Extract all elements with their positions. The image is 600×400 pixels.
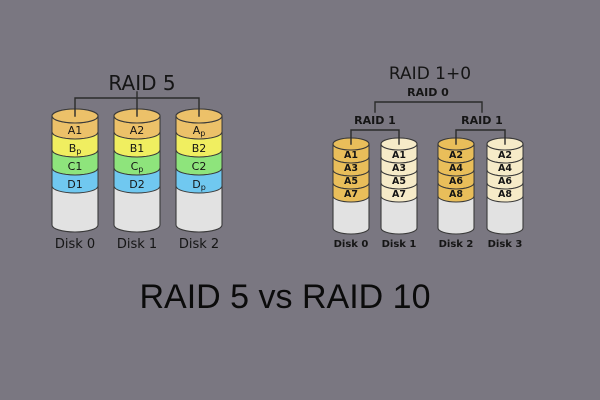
disk-label: Disk 0 bbox=[55, 237, 95, 252]
disk-band bbox=[113, 167, 161, 194]
raid5-disk-2: Ap B2 C2 Dp Disk 2 bbox=[175, 108, 223, 252]
band-label-main: D bbox=[192, 178, 200, 191]
band-label: D2 bbox=[129, 178, 144, 191]
raid1-right-label: RAID 1 bbox=[461, 114, 503, 127]
band-label-main: C1 bbox=[68, 160, 83, 173]
raid10-disk-2: A2 A4 A6 A8 Disk 2 bbox=[437, 137, 475, 250]
raid0-label: RAID 0 bbox=[407, 86, 449, 99]
band-label: A2 bbox=[449, 150, 463, 161]
band-label: A2 bbox=[130, 124, 145, 137]
raid1-right-bracket bbox=[455, 129, 506, 145]
band-label: A8 bbox=[498, 189, 512, 200]
band-label-main: B1 bbox=[130, 142, 145, 155]
caption-text: RAID 5 vs RAID 10 bbox=[140, 278, 431, 316]
band-label: A3 bbox=[344, 163, 358, 174]
raid10-disk-0: A1 A3 A5 A7 Disk 0 bbox=[332, 137, 370, 250]
disk-band bbox=[332, 182, 370, 203]
band-label: A1 bbox=[68, 124, 83, 137]
band-label: A5 bbox=[392, 176, 406, 187]
band-label-main: B bbox=[69, 142, 77, 155]
band-label: B2 bbox=[192, 142, 207, 155]
raid10-disk-1: A1 A3 A5 A7 Disk 1 bbox=[380, 137, 418, 250]
raid10-disk-3: A2 A4 A6 A8 Disk 3 bbox=[486, 137, 524, 250]
band-label: Dp bbox=[192, 178, 206, 192]
raid0-bracket bbox=[374, 101, 483, 113]
disk-label: Disk 1 bbox=[117, 237, 157, 252]
band-label: C1 bbox=[68, 160, 83, 173]
band-label-sub: p bbox=[76, 147, 81, 156]
raid10-title: RAID 1+0 bbox=[389, 64, 471, 84]
disk-label: Disk 0 bbox=[334, 239, 369, 250]
raid5-disk-1: A2 B1 Cp D2 Disk 1 bbox=[113, 108, 161, 252]
band-label: A7 bbox=[392, 189, 406, 200]
band-label-sub: p bbox=[138, 165, 143, 174]
band-label: Ap bbox=[193, 124, 206, 138]
band-label: Cp bbox=[131, 160, 144, 174]
disk-label: Disk 1 bbox=[382, 239, 417, 250]
band-label-main: A2 bbox=[130, 124, 145, 137]
band-label: A4 bbox=[449, 163, 463, 174]
band-label-main: C bbox=[131, 160, 139, 173]
band-label: A6 bbox=[449, 176, 463, 187]
band-label: A1 bbox=[392, 150, 406, 161]
raid5-diagram: A1 Bp C1 D1 Disk 0 A2 B1 Cp D2 Disk 1 bbox=[51, 71, 223, 252]
band-label-main: D1 bbox=[67, 178, 82, 191]
band-label-main: C2 bbox=[192, 160, 207, 173]
band-label-main: A bbox=[193, 124, 201, 137]
disk-band bbox=[437, 182, 475, 203]
disk-label: Disk 2 bbox=[439, 239, 474, 250]
disk-label: Disk 3 bbox=[488, 239, 523, 250]
raid5-connector-lines bbox=[74, 91, 200, 117]
disk-band bbox=[175, 167, 223, 194]
band-label-main: B2 bbox=[192, 142, 207, 155]
band-label: A3 bbox=[392, 163, 406, 174]
raid5-disk-0: A1 Bp C1 D1 Disk 0 bbox=[51, 108, 99, 252]
band-label: A8 bbox=[449, 189, 463, 200]
band-label: A6 bbox=[498, 176, 512, 187]
raid10-diagram: A1 A3 A5 A7 Disk 0 A1 A3 A5 A7 Disk 1 bbox=[332, 64, 524, 250]
disk-band bbox=[486, 182, 524, 203]
band-label-main: D2 bbox=[129, 178, 144, 191]
band-label: C2 bbox=[192, 160, 207, 173]
raid1-left-bracket bbox=[350, 129, 400, 145]
disk-band bbox=[51, 167, 99, 194]
disk-band bbox=[380, 182, 418, 203]
band-label: A7 bbox=[344, 189, 358, 200]
band-label-sub: p bbox=[201, 183, 206, 192]
band-label-sub: p bbox=[200, 129, 205, 138]
disk-label: Disk 2 bbox=[179, 237, 219, 252]
band-label: Bp bbox=[69, 142, 82, 156]
band-label: A5 bbox=[344, 176, 358, 187]
band-label-main: A1 bbox=[68, 124, 83, 137]
raid5-title: RAID 5 bbox=[108, 71, 175, 95]
band-label: B1 bbox=[130, 142, 145, 155]
band-label: D1 bbox=[67, 178, 82, 191]
band-label: A4 bbox=[498, 163, 512, 174]
band-label: A2 bbox=[498, 150, 512, 161]
raid1-left-label: RAID 1 bbox=[354, 114, 396, 127]
band-label: A1 bbox=[344, 150, 358, 161]
